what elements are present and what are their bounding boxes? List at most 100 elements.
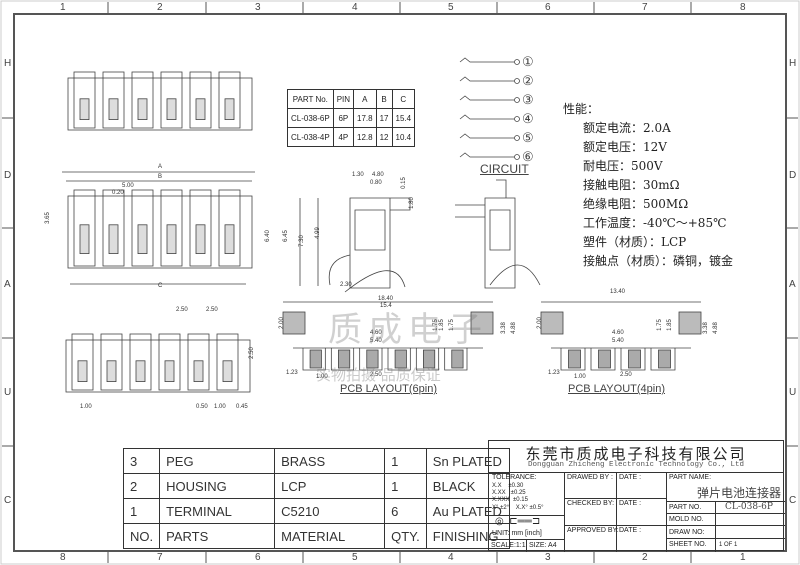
contact-slot xyxy=(187,333,210,391)
zone-row-label: H xyxy=(789,58,797,69)
circuit-wire xyxy=(459,152,514,158)
contact-spring xyxy=(137,224,148,255)
dimension-label: 13.40 xyxy=(610,289,626,295)
circuit-wire xyxy=(459,76,514,82)
part-name-label: PART NAME: xyxy=(669,474,712,481)
circuit-terminal xyxy=(514,59,520,65)
zone-row-label: H xyxy=(4,58,12,69)
zone-column-label: 6 xyxy=(255,552,261,563)
zone-row-label: D xyxy=(789,170,797,181)
circuit-pin-number: ⑥ xyxy=(522,149,534,164)
dimension-label: 1.00 xyxy=(316,374,328,380)
spec-item: 接触电阻：30mΩ xyxy=(583,178,680,192)
bom-cell: 2 xyxy=(122,473,161,499)
spec-item: 额定电压：12V xyxy=(583,140,667,154)
dimension-label: 2.50 xyxy=(248,347,255,359)
top-view xyxy=(67,71,253,131)
dimension-label: 18.40 xyxy=(378,296,394,302)
bom-cell: 1 xyxy=(384,473,427,499)
pcb-pad xyxy=(658,349,671,369)
draw-no-label: DRAW NO: xyxy=(669,529,705,536)
circuit-terminal xyxy=(514,135,520,141)
contact-slot xyxy=(218,71,241,129)
bom-cell: MATERIAL xyxy=(274,523,386,549)
date-label: DATE : xyxy=(619,527,642,534)
part-no: CL-038-6P xyxy=(725,502,773,512)
dimension-label: 0.80 xyxy=(370,180,382,186)
bom-cell: BRASS xyxy=(274,448,386,474)
dimension-label: 1.85 xyxy=(666,319,673,331)
dimension-label: C xyxy=(158,283,163,289)
part-name: 弹片电池连接器 xyxy=(697,486,782,500)
dimension-label: 4.99 xyxy=(314,227,321,239)
zone-row-label: C xyxy=(4,495,12,506)
zone-column-label: 8 xyxy=(60,552,66,563)
dimension-label: B xyxy=(158,174,163,180)
contact-spring xyxy=(224,224,235,255)
pcb-pad xyxy=(394,349,407,369)
contact-slot xyxy=(102,71,125,129)
unit: UNIT: mm [inch] xyxy=(492,530,542,537)
drawed-by-label: DRAWED BY : xyxy=(567,474,613,481)
dimension-label: 1.23 xyxy=(548,370,560,376)
zone-row-label: U xyxy=(789,387,797,398)
dimension-label: 0.15 xyxy=(400,177,407,189)
dimension-label: 1.00 xyxy=(214,404,226,410)
pcb-layout-4pin-label: PCB LAYOUT(4pin) xyxy=(568,383,665,395)
dimension-label: 4.88 xyxy=(712,322,719,334)
approved-by-label: APPROVED BY: xyxy=(567,527,619,534)
dimension-label: 3.38 xyxy=(500,322,507,334)
contact-spring xyxy=(135,360,146,382)
side-view-right xyxy=(455,179,541,289)
dimension-label: 1.23 xyxy=(286,370,298,376)
date-label: DATE : xyxy=(619,500,642,507)
tolerance-item: X° ±2° X.X° ±0.5° xyxy=(492,505,544,511)
checked-by-label: CHECKED BY: xyxy=(567,500,615,507)
zone-column-label: 3 xyxy=(255,2,261,13)
circuit-pin-number: ⑤ xyxy=(522,130,534,145)
bom-cell: 1 xyxy=(122,498,161,524)
contact-slot xyxy=(160,189,183,267)
zone-row-label: A xyxy=(789,279,796,290)
dimension-label: 4.88 xyxy=(510,322,517,334)
bom-cell: FINISHING xyxy=(425,523,510,549)
circuit-terminal xyxy=(514,116,520,122)
dimension-label: 0.45 xyxy=(236,404,248,410)
bom-cell: HOUSING xyxy=(159,473,276,499)
contact-spring xyxy=(77,360,88,382)
pcb-layout-6pin-label: PCB LAYOUT(6pin) xyxy=(340,383,437,395)
scale: SCALE:1:1 xyxy=(491,542,526,549)
spec-item: 耐电压：500V xyxy=(583,159,663,173)
dimension-label: 3.65 xyxy=(44,212,51,224)
part-no-label: PART NO. xyxy=(669,504,702,511)
bom-cell: 1 xyxy=(384,448,427,474)
bottom-view xyxy=(65,333,251,393)
dimension-label: 0.20 xyxy=(112,190,124,196)
zone-column-label: 7 xyxy=(157,552,163,563)
zone-column-label: 4 xyxy=(448,552,454,563)
zone-column-label: 8 xyxy=(740,2,746,13)
pcb-pad xyxy=(423,349,436,369)
zone-row-label: A xyxy=(4,279,11,290)
dimension-label: A xyxy=(158,164,163,170)
specifications: 性能： 额定电流：2.0A 额定电压：12V 耐电压：500V 接触电阻：30m… xyxy=(563,100,733,271)
dimension-label: 7.30 xyxy=(298,235,305,247)
dimension-label: 2.50 xyxy=(370,372,382,378)
zone-column-label: 5 xyxy=(448,2,454,13)
contact-slot xyxy=(216,333,239,391)
zone-row-label: U xyxy=(4,387,12,398)
zone-column-label: 2 xyxy=(157,2,163,13)
bom-cell: LCP xyxy=(274,473,386,499)
pcb-layout-4pin xyxy=(540,301,702,371)
circuit-terminal xyxy=(514,154,520,160)
watermark-sub: 实物拍摄 品质保证 xyxy=(316,366,441,384)
dimension-label: 1.30 xyxy=(352,172,364,178)
contact-spring xyxy=(222,360,233,382)
spec-item: 绝缘电阻：500MΩ xyxy=(583,197,689,211)
contact-spring xyxy=(108,224,119,255)
contact-slot xyxy=(129,333,152,391)
